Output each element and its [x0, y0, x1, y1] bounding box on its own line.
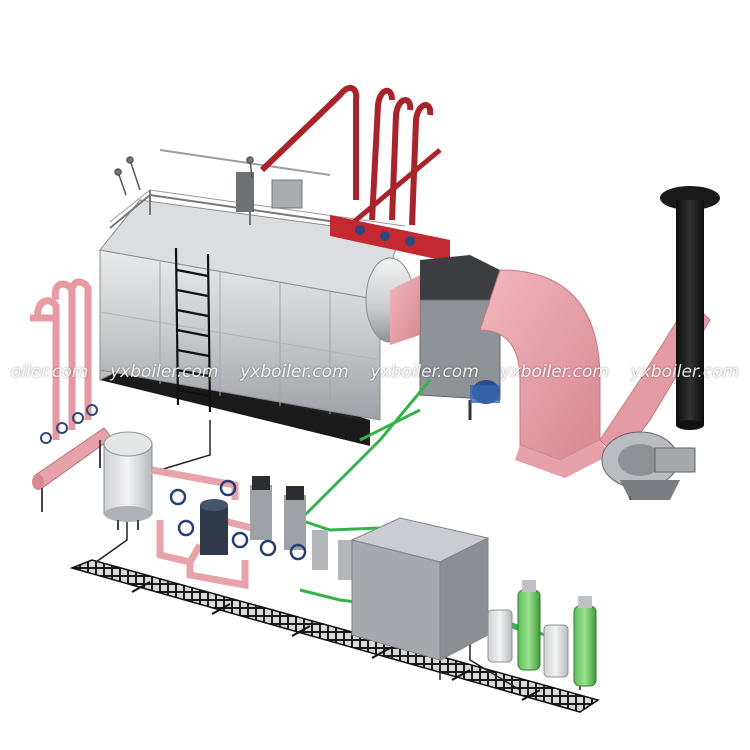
feed-pumps — [169, 476, 354, 580]
steam-pipes-top — [259, 85, 442, 227]
steam-header-left — [30, 278, 113, 512]
water-softener — [487, 580, 597, 687]
water-tank — [350, 517, 490, 661]
ladder — [174, 247, 212, 413]
deaerator-tank — [103, 431, 153, 530]
economizer — [419, 255, 510, 420]
chimney — [660, 186, 720, 430]
steam-manifold — [330, 215, 450, 262]
draft-fan — [601, 431, 696, 500]
floor-grating — [69, 559, 600, 713]
blower-motor — [470, 380, 500, 404]
top-instruments — [114, 156, 254, 196]
boiler-body — [99, 149, 415, 446]
